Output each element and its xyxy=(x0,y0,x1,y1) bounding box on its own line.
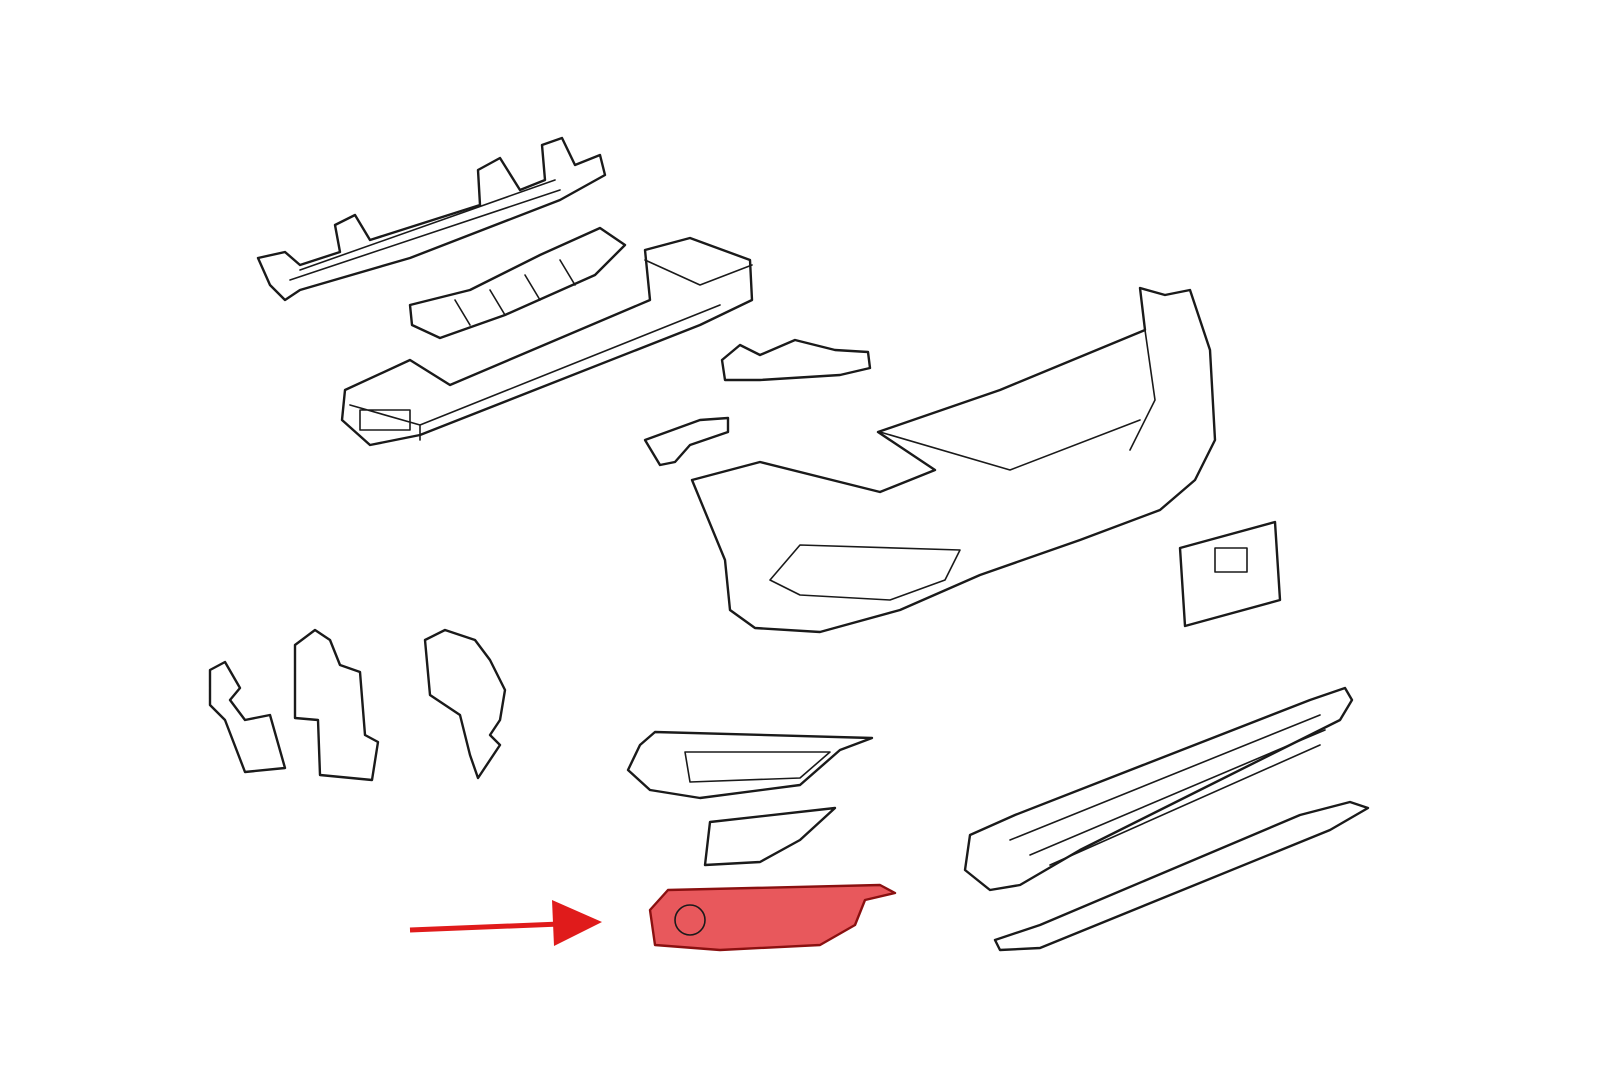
indicator-arrow xyxy=(409,900,602,946)
bumper-beam xyxy=(340,236,754,447)
upper-bumper-bracket xyxy=(256,136,607,302)
corner-trim xyxy=(643,416,730,467)
highlighted-fog-light-bezel xyxy=(648,883,897,952)
fog-light-cover xyxy=(703,806,837,867)
side-stay-right xyxy=(423,628,507,780)
license-plate-bracket xyxy=(1178,520,1282,628)
fog-light-garnish xyxy=(626,730,874,800)
lower-grille xyxy=(963,686,1354,892)
side-stay-center xyxy=(293,628,380,782)
bumper-cover xyxy=(690,286,1217,634)
side-stay-left xyxy=(208,660,287,774)
bumper-absorber xyxy=(408,226,627,340)
lower-spoiler xyxy=(993,800,1370,952)
side-bracket xyxy=(720,338,872,382)
